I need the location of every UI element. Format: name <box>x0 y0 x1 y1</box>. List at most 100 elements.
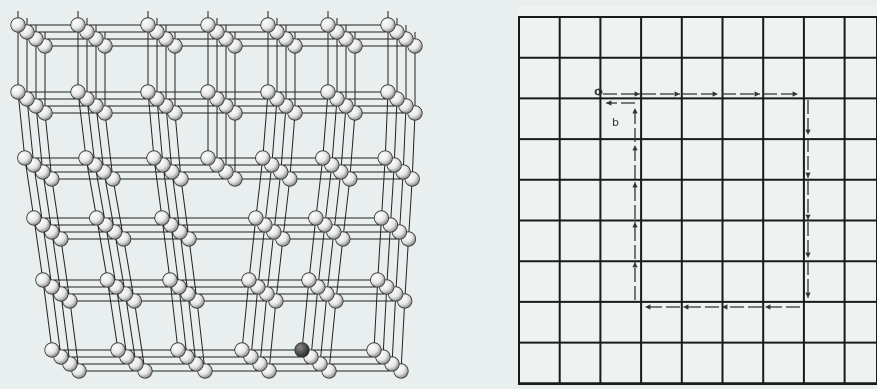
atom <box>70 17 86 33</box>
bond <box>170 224 180 288</box>
bond <box>273 171 282 233</box>
bond <box>250 286 259 358</box>
bond <box>264 164 273 226</box>
bond <box>69 300 80 372</box>
circuit-arrowhead <box>805 252 811 258</box>
grid-lines <box>518 16 877 385</box>
atom <box>255 150 271 166</box>
circuit-arrowhead <box>683 304 689 310</box>
atom <box>315 150 331 166</box>
atom <box>294 342 310 358</box>
circuit-arrowhead <box>632 145 638 151</box>
bond <box>51 231 62 295</box>
bond <box>51 178 62 240</box>
bond <box>51 286 62 358</box>
bond <box>86 98 96 166</box>
bond <box>162 164 172 226</box>
bond <box>335 238 344 302</box>
circuit-arrowhead <box>722 304 728 310</box>
atom <box>380 84 396 100</box>
bond <box>24 157 35 219</box>
bond <box>280 105 287 173</box>
atom <box>140 84 156 100</box>
atom <box>234 342 250 358</box>
bond <box>33 217 44 281</box>
circuit-arrowhead <box>632 182 638 188</box>
bond <box>342 178 351 240</box>
atom <box>162 272 178 288</box>
bond <box>42 224 53 288</box>
circuit-arrowhead <box>754 91 760 97</box>
bond <box>310 286 319 358</box>
bond <box>255 157 264 219</box>
atom <box>320 84 336 100</box>
bond <box>340 105 347 173</box>
circuit-arrowhead <box>805 214 811 220</box>
bond <box>373 279 379 351</box>
atom <box>377 150 393 166</box>
bond <box>384 91 389 159</box>
bond <box>42 171 53 233</box>
bond <box>275 238 284 302</box>
bond <box>400 300 406 372</box>
lattice-atoms <box>10 17 423 379</box>
bond <box>60 293 71 365</box>
bond <box>156 98 164 166</box>
bond <box>17 91 26 159</box>
circuit-arrowhead <box>632 108 638 114</box>
bond <box>395 231 400 295</box>
circuit-arrowhead <box>632 262 638 268</box>
dislocation-lattice-panel <box>10 11 423 379</box>
bond <box>171 171 181 233</box>
bond <box>402 105 407 173</box>
bond <box>301 279 310 351</box>
bond <box>180 178 190 240</box>
lattice-bonds <box>17 11 416 372</box>
atom <box>380 17 396 33</box>
bond <box>266 231 275 295</box>
bond <box>319 293 328 365</box>
burgers-circuit-path <box>595 88 811 310</box>
atom <box>200 84 216 100</box>
bond <box>147 91 155 159</box>
circuit-start-label: o <box>594 85 601 98</box>
bond <box>271 98 278 166</box>
atom <box>241 272 257 288</box>
atom <box>17 150 33 166</box>
atom <box>200 17 216 33</box>
atom <box>10 17 26 33</box>
bond <box>398 171 404 233</box>
bond <box>317 224 326 288</box>
atom <box>35 272 51 288</box>
bond <box>95 105 105 173</box>
atom <box>10 84 26 100</box>
atom <box>44 342 60 358</box>
bond <box>106 279 119 351</box>
atom <box>370 272 386 288</box>
bond <box>411 112 416 180</box>
bond <box>96 217 108 281</box>
bond <box>169 279 179 351</box>
bond <box>196 300 206 372</box>
bond <box>85 157 98 219</box>
atom <box>200 150 216 166</box>
bond <box>386 224 391 288</box>
atom <box>260 84 276 100</box>
circuit-arrowhead <box>792 91 798 97</box>
bond <box>26 98 35 166</box>
bond <box>112 178 125 240</box>
bond <box>165 105 173 173</box>
bond <box>124 293 137 365</box>
bond <box>178 286 188 358</box>
bond <box>133 300 146 372</box>
bond <box>268 300 277 372</box>
bond <box>94 164 107 226</box>
atom <box>170 342 186 358</box>
circuit-arrowhead <box>712 91 718 97</box>
circuit-arrowhead <box>606 100 612 106</box>
atom <box>320 17 336 33</box>
bond <box>105 224 117 288</box>
bond <box>407 178 413 240</box>
bond <box>257 224 266 288</box>
